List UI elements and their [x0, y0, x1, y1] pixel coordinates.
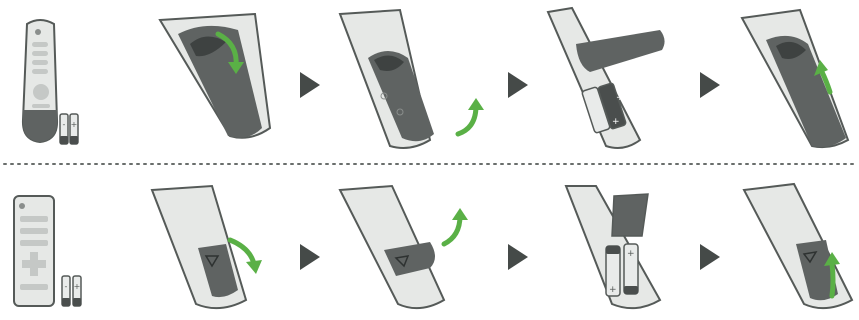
battery-icon: - +	[61, 275, 82, 307]
svg-text:+: +	[74, 282, 81, 291]
magic-step-slide-cover-down	[158, 12, 272, 139]
triangle-right-icon	[300, 72, 320, 98]
standard-step-slide-cover-closed	[742, 182, 854, 310]
magic-step-lift-cover	[338, 8, 484, 149]
magic-step-insert-batteries: + +	[546, 6, 665, 149]
svg-text:+: +	[609, 285, 617, 295]
svg-text:+: +	[627, 249, 635, 259]
curved-arrow-icon	[441, 213, 463, 247]
standard-step-lift-cover	[338, 184, 468, 310]
curved-arrow-icon	[819, 69, 833, 95]
row-standard-remote: - +	[13, 182, 854, 310]
svg-text:+: +	[71, 120, 78, 129]
magic-remote-overview: - +	[21, 19, 79, 145]
triangle-right-icon	[508, 244, 528, 270]
standard-remote-overview: - +	[13, 195, 82, 307]
svg-text:-: -	[65, 282, 68, 291]
standard-step-insert-batteries: + +	[564, 185, 662, 310]
triangle-right-icon	[508, 72, 528, 98]
svg-text:+: +	[612, 117, 620, 127]
row-magic-remote: - +	[21, 6, 850, 149]
svg-text:+: +	[616, 93, 624, 103]
triangle-right-icon	[700, 72, 720, 98]
triangle-right-icon	[700, 244, 720, 270]
curved-arrow-icon	[829, 261, 836, 299]
curved-arrow-icon	[455, 103, 479, 137]
standard-step-slide-cover-down	[150, 184, 262, 310]
battery-icon: - +	[59, 113, 79, 145]
svg-text:-: -	[63, 120, 66, 129]
magic-step-slide-cover-closed	[740, 8, 850, 149]
triangle-right-icon	[300, 244, 320, 270]
